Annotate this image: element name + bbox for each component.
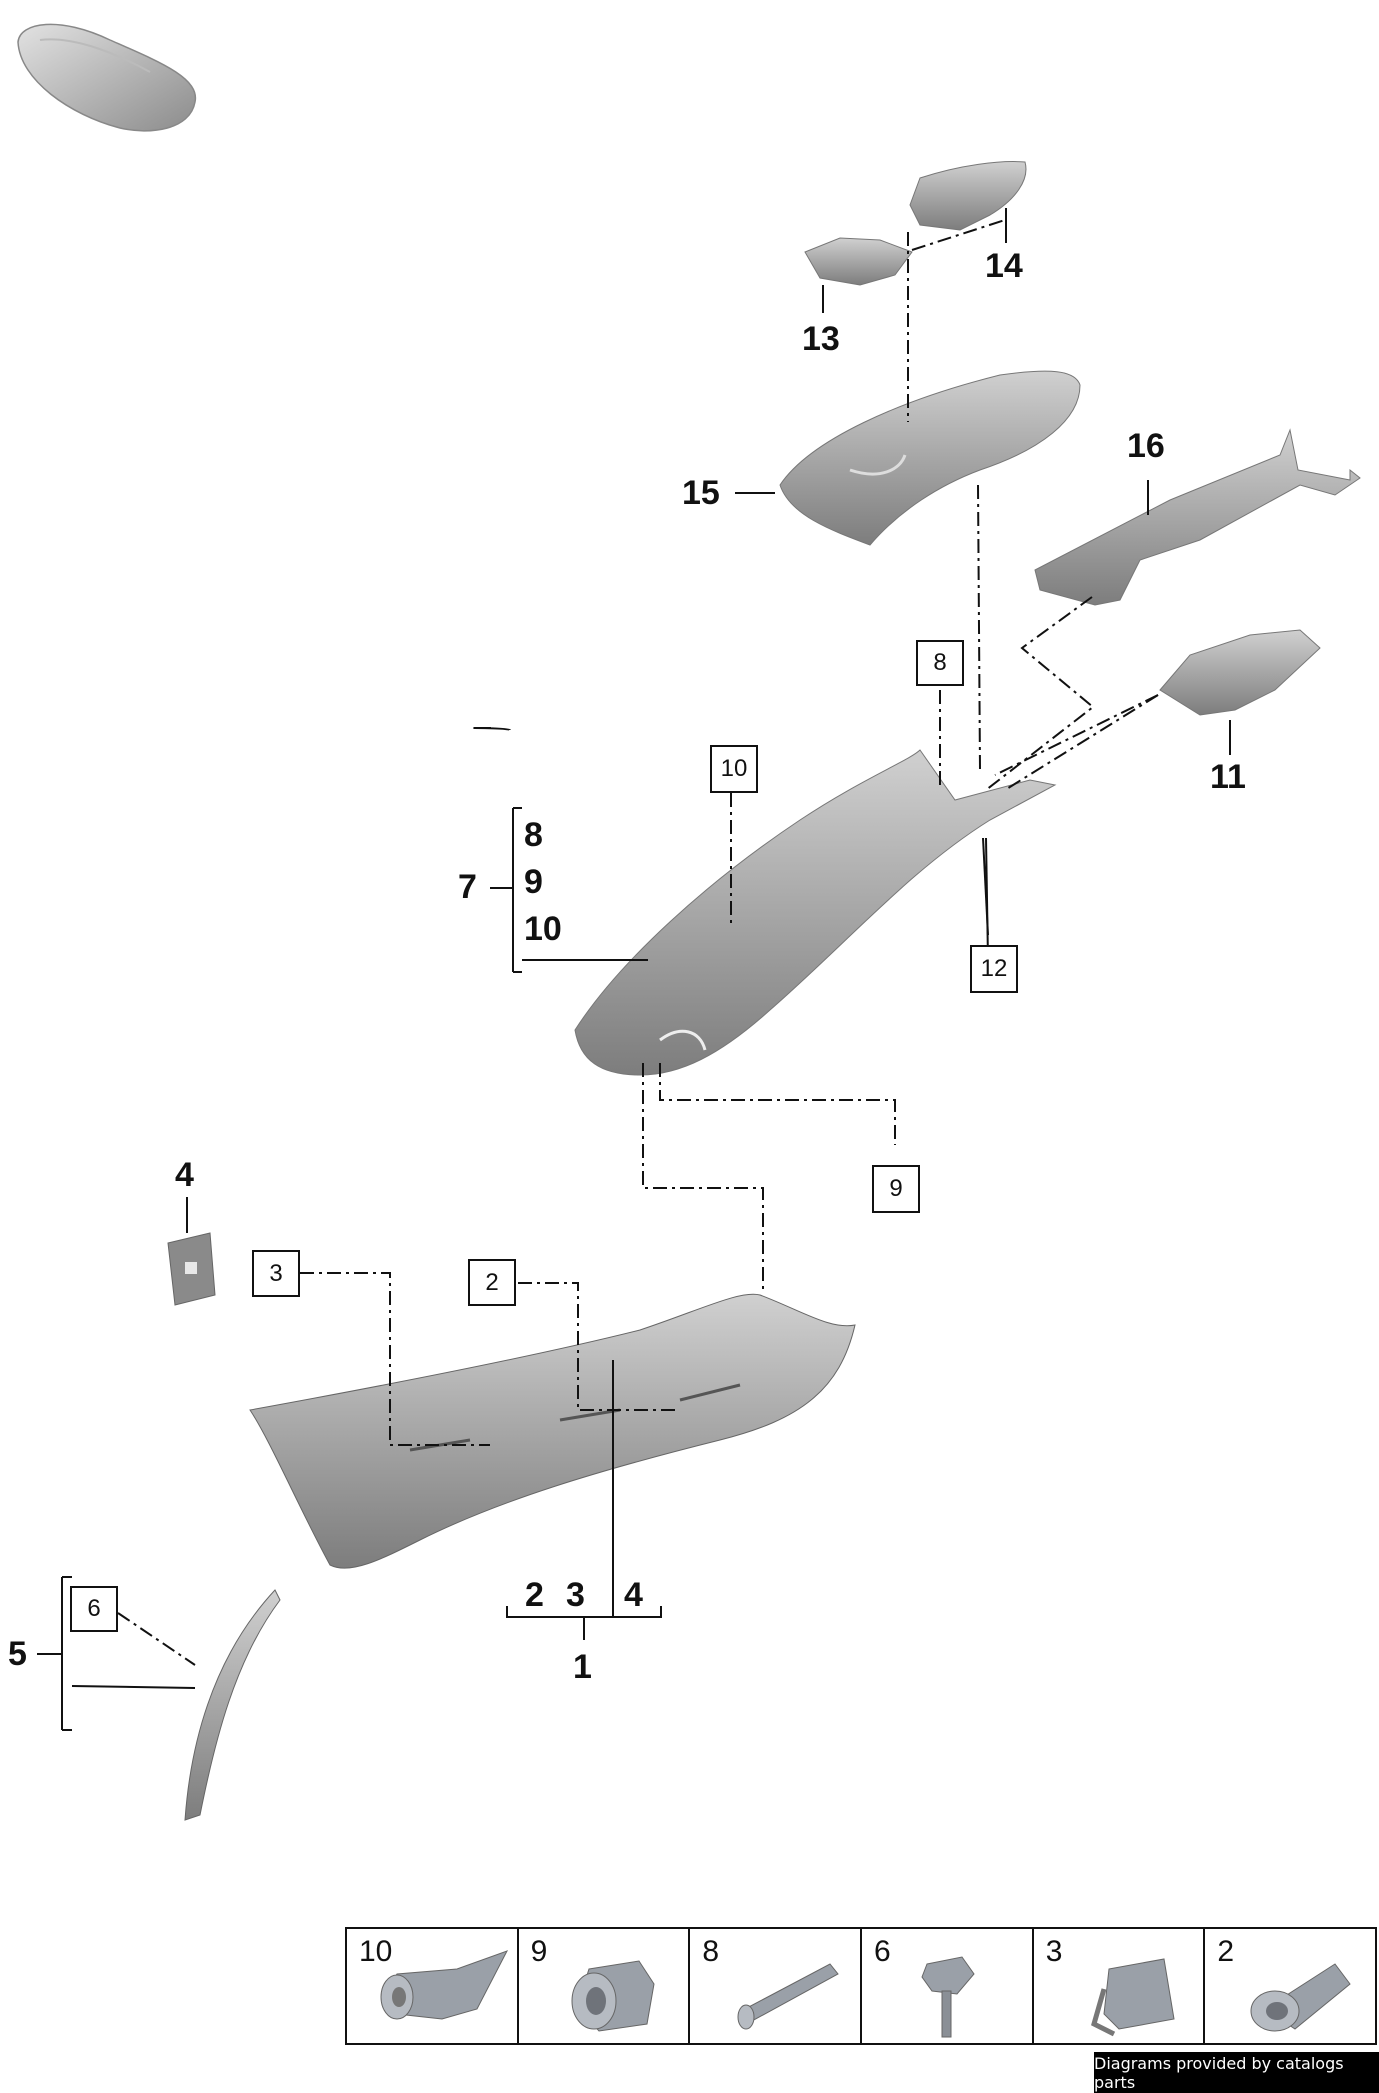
callout-4-top: 4: [175, 1156, 194, 1194]
callout-13: 13: [802, 320, 840, 358]
sleeve-icon: [1250, 1963, 1352, 2032]
callout-7-item-8: 8: [524, 816, 543, 854]
legend-cell-2: 2: [1205, 1929, 1375, 2043]
callout-7-item-10: 10: [524, 910, 562, 948]
callout-4-bottom: 4: [624, 1576, 643, 1614]
boxed-label-6: 6: [70, 1586, 118, 1632]
boxed-label-3: 3: [252, 1250, 300, 1297]
legend-cell-9: 9: [519, 1929, 691, 2043]
legend-cell-10: 10: [347, 1929, 519, 2043]
part-7-upper-trim: [574, 749, 1057, 1076]
callout-1: 1: [573, 1648, 592, 1686]
part-14-cover: [909, 161, 1027, 231]
part-5-trim-strip: [184, 1589, 281, 1821]
rivet-icon: [921, 1956, 975, 2038]
legend-number: 9: [530, 1935, 548, 1968]
callout-14: 14: [985, 247, 1023, 285]
part-4-pad: [167, 1232, 216, 1306]
callout-16: 16: [1127, 427, 1165, 465]
boxed-label-10: 10: [710, 745, 758, 793]
legend-number: 10: [359, 1935, 393, 1968]
boxed-label-8: 8: [916, 640, 964, 686]
callout-3: 3: [566, 1576, 585, 1614]
part-15-housing: [779, 370, 1081, 546]
connection-lines: [117, 219, 1159, 1666]
callout-7-item-9: 9: [524, 863, 543, 901]
boxed-label-9: 9: [872, 1165, 920, 1213]
callout-15: 15: [682, 474, 720, 512]
grommet-icon: [571, 1960, 655, 2032]
part-13-bracket: [804, 237, 913, 286]
legend-number: 8: [702, 1935, 720, 1968]
callout-2: 2: [525, 1576, 544, 1614]
credit-footer: Diagrams provided by catalogs parts: [1094, 2052, 1379, 2093]
spring-clip-icon: [1090, 1958, 1175, 2037]
fastener-legend: 10 9 8 6 3 2: [345, 1927, 1377, 2045]
legend-number: 6: [874, 1935, 891, 1968]
legend-number: 2: [1217, 1935, 1235, 1968]
legend-cell-3: 3: [1034, 1929, 1206, 2043]
part-16-rail: [1034, 428, 1361, 606]
boxed-label-2: 2: [468, 1259, 516, 1306]
callout-11: 11: [1210, 758, 1246, 796]
vehicle-thumbnail-icon: [17, 23, 197, 132]
part-12-leader: [982, 837, 989, 936]
pin-icon: [737, 1963, 840, 2030]
part-11-mount: [1159, 629, 1321, 716]
legend-number: 3: [1045, 1935, 1063, 1968]
legend-cell-6: 6: [862, 1929, 1034, 2043]
part-1-lower-trim: [249, 1293, 856, 1569]
legend-cell-8: 8: [690, 1929, 863, 2043]
boxed-label-12: 12: [970, 945, 1018, 993]
callout-7: 7: [458, 868, 477, 906]
callout-5: 5: [8, 1635, 27, 1673]
expanding-clip-icon: [380, 1950, 509, 2020]
